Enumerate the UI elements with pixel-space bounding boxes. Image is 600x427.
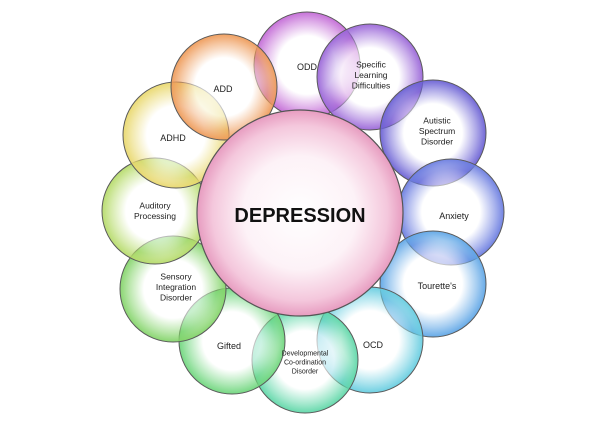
condition-label-line: Specific bbox=[356, 59, 387, 69]
condition-label-line: Sensory bbox=[160, 271, 192, 281]
condition-label-line: Developmental bbox=[282, 350, 329, 357]
condition-label-line: Spectrum bbox=[419, 126, 455, 136]
condition-label-line: Auditory bbox=[139, 201, 171, 211]
condition-label: OCD bbox=[363, 340, 384, 350]
condition-label-line: Disorder bbox=[292, 368, 319, 375]
condition-label: Tourette's bbox=[418, 281, 457, 291]
condition-label: ODD bbox=[297, 62, 318, 72]
condition-label: Gifted bbox=[217, 341, 241, 351]
condition-label-line: Integration bbox=[156, 282, 196, 292]
condition-label: ADHD bbox=[160, 133, 186, 143]
center-label: DEPRESSION bbox=[234, 205, 365, 227]
condition-label-line: Disorder bbox=[421, 136, 453, 146]
condition-label-line: Co-ordination bbox=[284, 359, 326, 366]
condition-label: Anxiety bbox=[439, 211, 469, 221]
condition-label-line: Difficulties bbox=[352, 80, 391, 90]
center-circle bbox=[196, 109, 404, 317]
condition-label-line: Autistic bbox=[423, 115, 451, 125]
condition-label-line: Processing bbox=[134, 211, 176, 221]
condition-circle bbox=[170, 33, 278, 141]
center-group: DEPRESSION bbox=[196, 109, 404, 317]
condition-label: ADD bbox=[213, 84, 233, 94]
condition-label-line: Learning bbox=[354, 70, 387, 80]
condition-label-line: Disorder bbox=[160, 292, 192, 302]
condition-circles bbox=[101, 11, 505, 414]
